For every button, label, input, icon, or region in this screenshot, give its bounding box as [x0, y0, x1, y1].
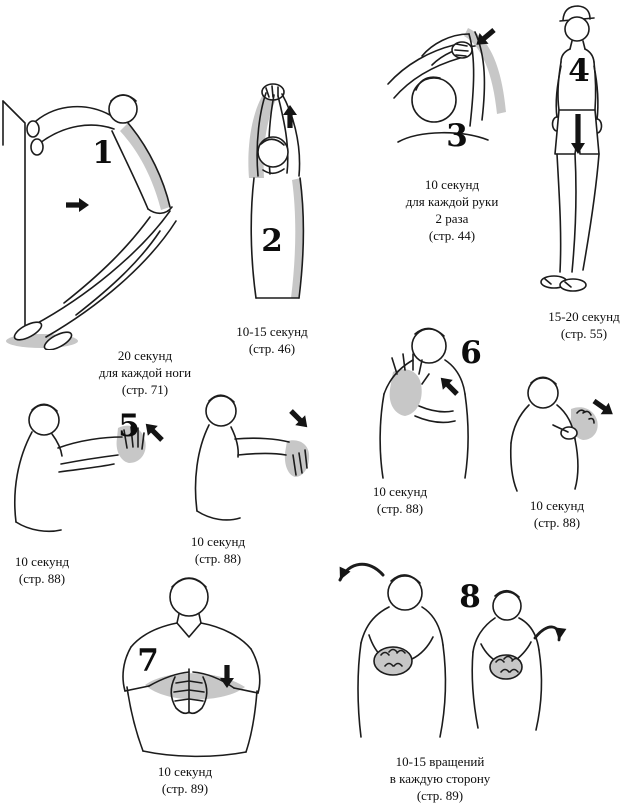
caption-line: 10 секунд	[190, 534, 246, 549]
exercise-2-caption: 10-15 секунд (стр. 46)	[236, 323, 307, 357]
caption-line: (стр. 88)	[533, 515, 581, 531]
exercise-5-caption-right: 10 секунд (стр. 88)	[191, 533, 245, 567]
exercise-7-caption: 10 секунд (стр. 89)	[158, 763, 212, 797]
exercise-8-number: 8	[459, 579, 481, 615]
exercise-2-illustration-overhead-stretch	[248, 83, 305, 299]
caption-line: 15-20 секунд	[548, 309, 620, 324]
exercise-8-illustration-rotation-left	[338, 562, 447, 738]
arrow-down-icon	[571, 114, 585, 154]
caption-line: (стр. 55)	[560, 326, 608, 342]
arrow-right-icon	[66, 198, 89, 212]
caption-line: (стр. 71)	[121, 382, 169, 398]
curved-arrow-cw-icon	[554, 627, 567, 640]
exercise-1-illustration-wall-calf-stretch	[2, 94, 177, 350]
exercise-3-caption: 10 секунд для каждой руки 2 раза (стр. 4…	[406, 176, 499, 245]
exercise-1-caption: 20 секунд для каждой ноги (стр. 71)	[99, 347, 191, 398]
exercise-8-illustration-rotation-right	[471, 589, 567, 731]
caption-line: (стр. 88)	[18, 571, 66, 587]
caption-line: 10 секунд	[14, 554, 70, 569]
exercise-6-caption-right: 10 секунд (стр. 88)	[530, 497, 584, 531]
caption-line: 10 секунд	[372, 484, 428, 499]
caption-line: в каждую сторону	[389, 771, 491, 787]
exercise-5-number: 5	[118, 408, 140, 444]
exercise-4-caption: 15-20 секунд (стр. 55)	[548, 308, 619, 342]
arrow-down-right-icon	[289, 409, 308, 428]
exercise-3-illustration-triceps-stretch	[387, 28, 506, 143]
exercise-5-caption-left: 10 секунд (стр. 88)	[15, 553, 69, 587]
caption-line: 10 секунд	[157, 764, 213, 779]
caption-line: 10-15 вращений	[395, 754, 485, 769]
arrow-up-left-icon	[440, 377, 459, 396]
arrow-right-icon	[592, 398, 613, 415]
exercise-6-number: 6	[460, 335, 482, 371]
exercise-7-number: 7	[137, 643, 159, 679]
caption-line: 10 секунд	[529, 498, 585, 513]
caption-line: для каждой ноги	[98, 365, 192, 381]
exercise-7-illustration-prayer-stretch	[122, 577, 261, 758]
exercise-2-number: 2	[261, 223, 283, 259]
caption-line: (стр. 44)	[428, 228, 476, 244]
exercise-8-caption: 10-15 вращений в каждую сторону (стр. 89…	[390, 753, 491, 804]
caption-line: 10-15 секунд	[236, 324, 308, 339]
exercise-4-illustration-standing-profile	[540, 5, 603, 292]
exercise-3-number: 3	[446, 118, 468, 154]
exercise-1-number: 1	[92, 135, 114, 171]
caption-line: (стр. 88)	[194, 551, 242, 567]
exercise-6-illustration-hand-bent	[509, 376, 613, 492]
exercise-4-number: 4	[568, 53, 590, 89]
caption-line: (стр. 89)	[161, 781, 209, 797]
caption-line: (стр. 89)	[416, 788, 464, 804]
caption-line: (стр. 88)	[376, 501, 424, 517]
exercise-6-illustration-palm-up	[379, 327, 469, 479]
caption-line: 2 раза	[435, 211, 469, 227]
caption-line: 20 секунд	[117, 348, 173, 363]
caption-line: 10 секунд	[424, 177, 480, 192]
arrow-up-left-icon	[145, 423, 164, 442]
exercise-5-illustration-fingers-up	[13, 403, 164, 533]
exercise-5-illustration-fingers-down	[194, 394, 310, 521]
arrow-down-icon	[220, 665, 234, 688]
caption-line: для каждой руки	[405, 194, 499, 210]
arrow-up-icon	[283, 105, 297, 128]
arrow-down-left-icon	[476, 28, 496, 45]
curved-arrow-ccw-icon	[339, 566, 351, 580]
exercise-6-caption-left: 10 секунд (стр. 88)	[373, 483, 427, 517]
caption-line: (стр. 46)	[248, 341, 296, 357]
